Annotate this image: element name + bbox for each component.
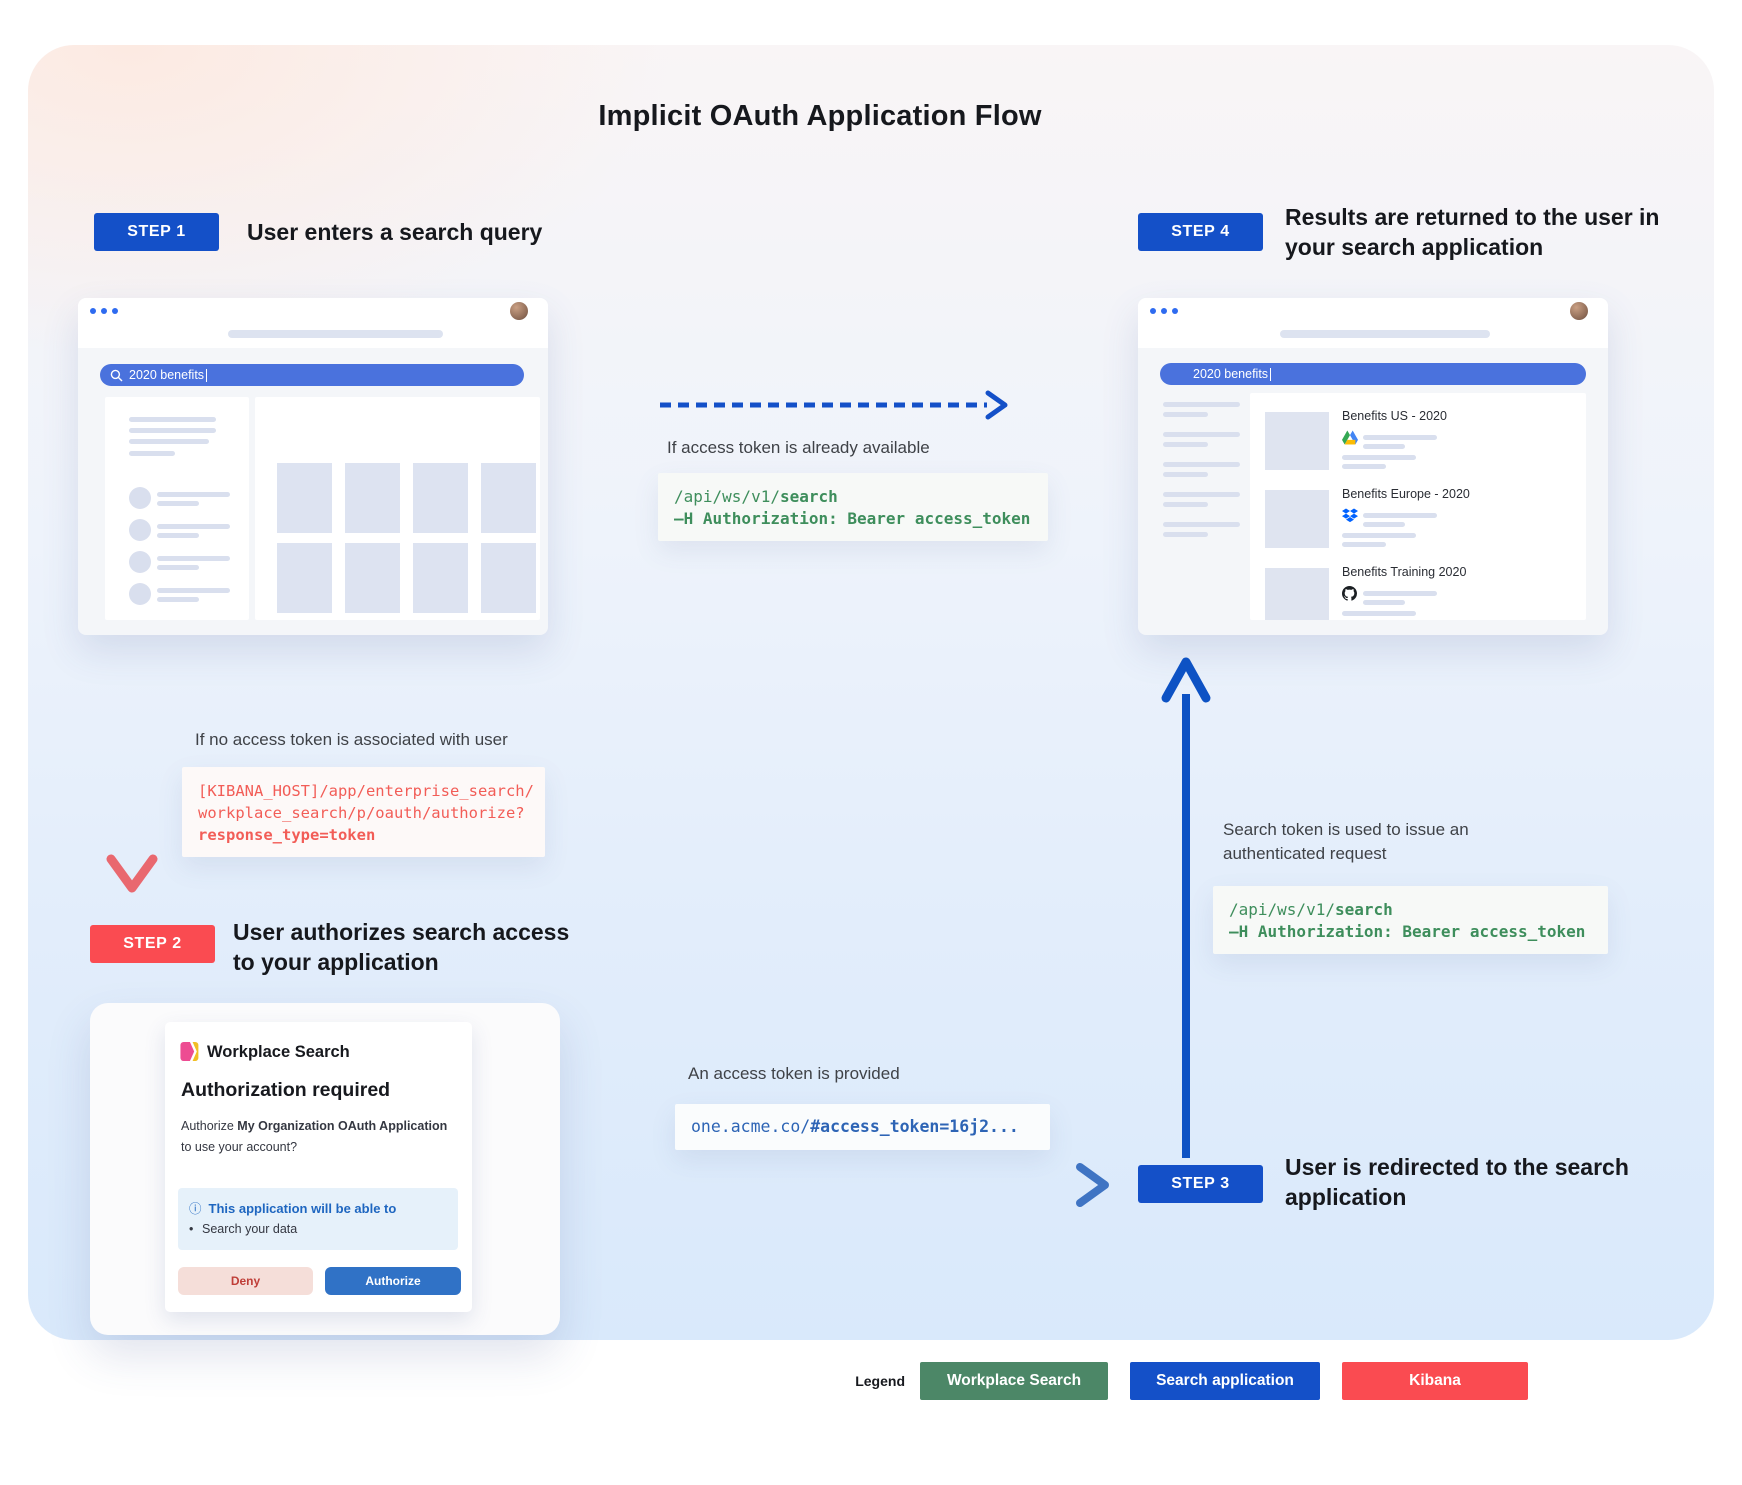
- permission-item: Search your data: [189, 1222, 297, 1236]
- step4-label: Results are returned to the user in your…: [1285, 204, 1660, 260]
- step2-badge: STEP 2: [90, 925, 215, 963]
- annotation-token-available: If access token is already available: [667, 438, 930, 457]
- avatar: [510, 302, 528, 320]
- code-search-api: /api/ws/v1/search –H Authorization: Bear…: [658, 473, 1048, 541]
- annotation-token-provided: An access token is provided: [688, 1064, 900, 1083]
- google-drive-icon: [1342, 430, 1358, 445]
- window-control-dot: [1161, 308, 1167, 314]
- legend-chip-workplace-search: Workplace Search: [920, 1362, 1108, 1400]
- authorize-button[interactable]: Authorize: [325, 1267, 461, 1295]
- arrow-up-blue: [1161, 657, 1211, 1158]
- search-input[interactable]: 2020 benefits: [1160, 363, 1586, 385]
- deny-button[interactable]: Deny: [178, 1267, 313, 1295]
- step2-label: User authorizes search access to your ap…: [233, 919, 570, 975]
- step3-label: User is redirected to the search applica…: [1285, 1154, 1629, 1210]
- step3-badge: STEP 3: [1138, 1165, 1263, 1203]
- step1-label: User enters a search query: [247, 219, 543, 245]
- legend-label: Legend: [855, 1373, 905, 1389]
- code-search-api-2: /api/ws/v1/search –H Authorization: Bear…: [1213, 886, 1608, 954]
- window-control-dot: [112, 308, 118, 314]
- arrow-down-gradient: [106, 684, 158, 893]
- info-icon: ⓘ: [189, 1202, 202, 1216]
- dialog-heading: Authorization required: [181, 1079, 391, 1101]
- arrow-right-gradient: [658, 1163, 1109, 1207]
- window-control-dot: [90, 308, 96, 314]
- step4-badge: STEP 4: [1138, 213, 1263, 251]
- browser-titlebar: [78, 298, 548, 348]
- dialog-app-name: Workplace Search: [207, 1043, 350, 1061]
- search-input[interactable]: 2020 benefits: [100, 364, 524, 386]
- result-title: Benefits Training 2020: [1342, 565, 1467, 579]
- address-bar: [1280, 330, 1490, 338]
- content-grid-panel: [255, 397, 540, 620]
- dialog-body-text: Authorize My Organization OAuth Applicat…: [181, 1119, 448, 1154]
- dropbox-icon: [1342, 508, 1358, 523]
- annotation-token-used: Search token is used to issue an authent…: [1223, 820, 1469, 863]
- code-redirect-url: one.acme.co/#access_token=16j2...: [675, 1104, 1050, 1150]
- code-kibana-authorize: [KIBANA_HOST]/app/enterprise_search/ wor…: [182, 767, 545, 857]
- result-title: Benefits US - 2020: [1342, 409, 1447, 423]
- browser-window-step4: 2020 benefits Benefits US - 2020: [1138, 298, 1608, 635]
- github-icon: [1342, 586, 1357, 601]
- window-control-dot: [1150, 308, 1156, 314]
- browser-titlebar: [1138, 298, 1608, 348]
- browser-window-step1: 2020 benefits: [78, 298, 548, 635]
- legend-chip-search-application: Search application: [1130, 1362, 1320, 1400]
- avatar: [1570, 302, 1588, 320]
- window-control-dot: [1172, 308, 1178, 314]
- authorization-dialog: Workplace Search Authorization required …: [165, 1022, 472, 1312]
- authorization-window: Workplace Search Authorization required …: [90, 1003, 560, 1335]
- step1-badge: STEP 1: [94, 213, 219, 251]
- dotted-arrow-right: [660, 390, 1008, 420]
- address-bar: [228, 330, 443, 338]
- text-cursor: [206, 368, 208, 382]
- results-panel: Benefits US - 2020 Benefits Europe - 202…: [1250, 393, 1586, 620]
- search-icon: [110, 369, 123, 381]
- window-control-dot: [101, 308, 107, 314]
- page-title: Implicit OAuth Application Flow: [598, 100, 1042, 132]
- text-cursor: [1270, 367, 1272, 381]
- search-query-text: 2020 benefits: [1193, 367, 1269, 381]
- legend-chip-kibana: Kibana: [1342, 1362, 1528, 1400]
- workplace-search-logo-icon: [180, 1042, 199, 1061]
- sidebar-skeleton-panel: [105, 397, 249, 620]
- search-query-text: 2020 benefits: [129, 368, 205, 382]
- annotation-no-token: If no access token is associated with us…: [195, 730, 508, 749]
- result-title: Benefits Europe - 2020: [1342, 487, 1470, 501]
